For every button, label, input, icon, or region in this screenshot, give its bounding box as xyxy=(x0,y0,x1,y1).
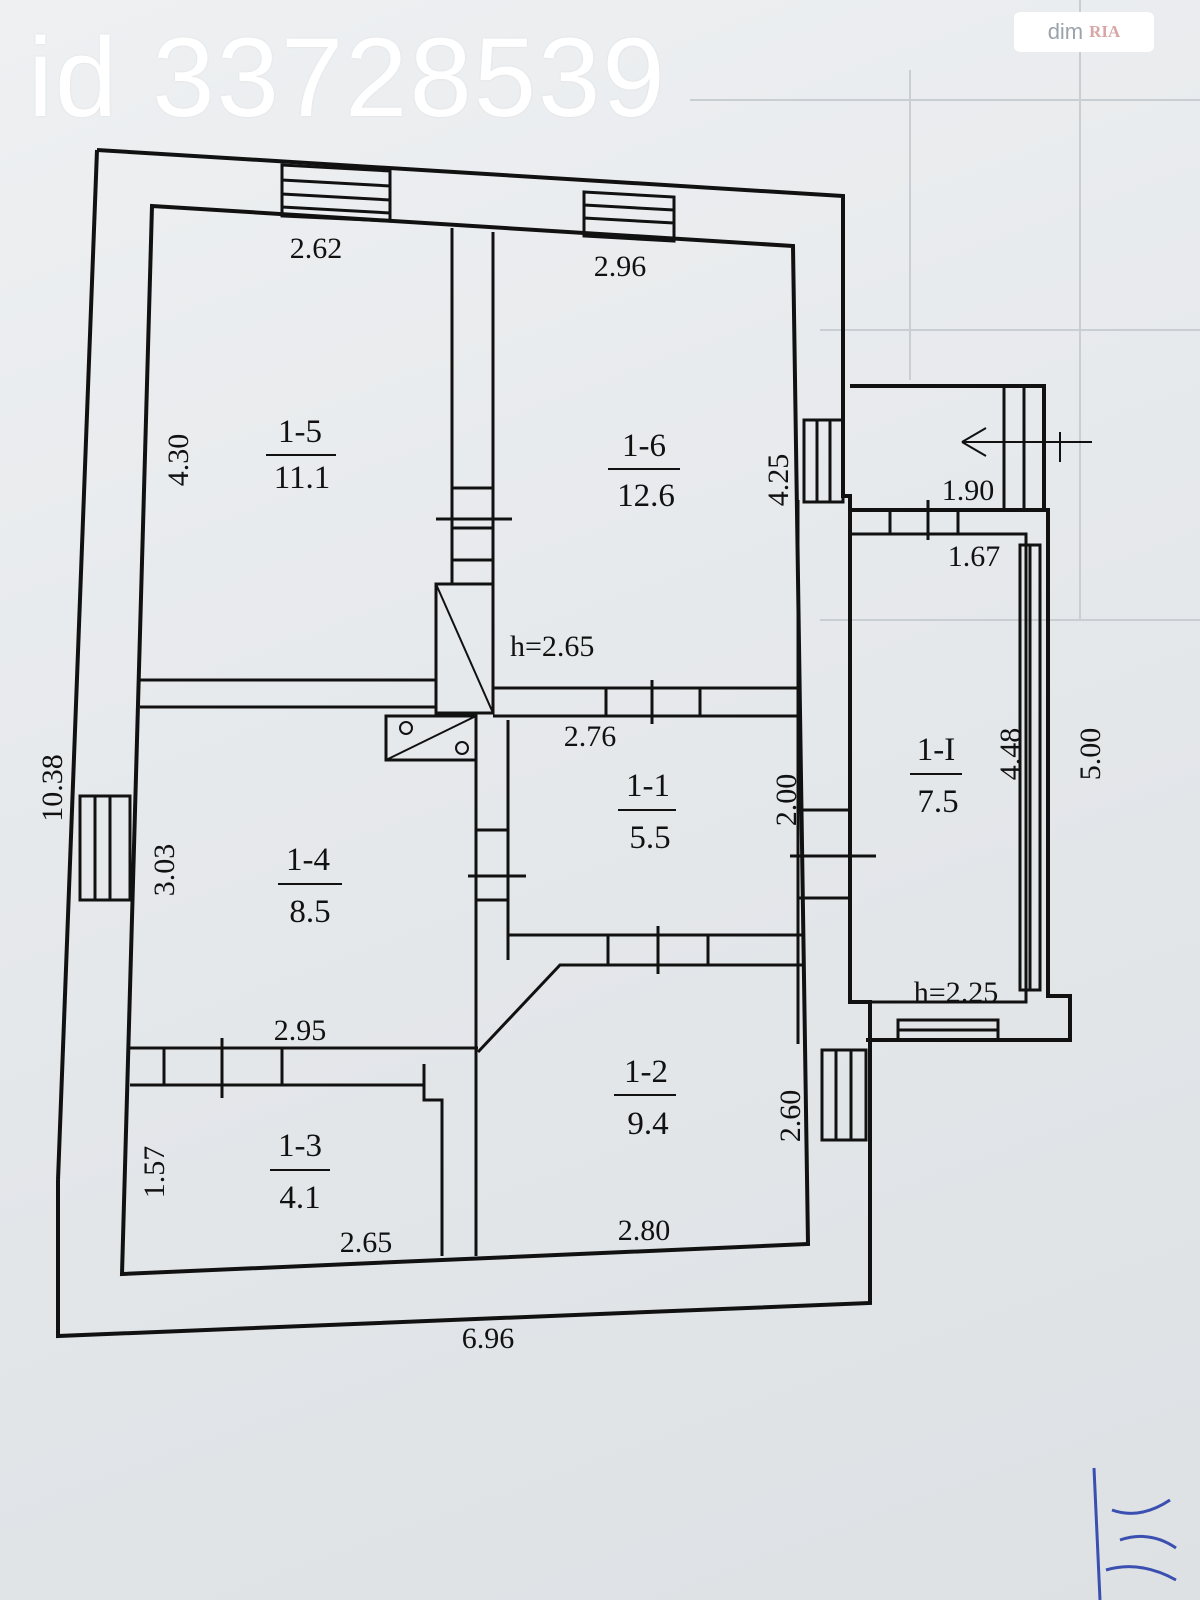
room-area: 11.1 xyxy=(274,460,331,496)
background-grid xyxy=(690,0,1200,621)
room-label-1-I: 1-I 7.5 xyxy=(910,732,962,820)
room-label-1-4: 1-4 8.5 xyxy=(278,842,342,930)
dim-porch-outer-v: 5.00 xyxy=(1074,728,1107,781)
dim-porch-inner-v: 4.48 xyxy=(994,728,1027,781)
dim-left-upper: 4.30 xyxy=(162,434,195,487)
room-label-1-2: 1-2 9.4 xyxy=(614,1054,676,1142)
doors xyxy=(162,486,930,1098)
dim-right-upper: 4.25 xyxy=(762,454,795,507)
dim-left-mid: 3.03 xyxy=(148,844,181,897)
room-code: 1-6 xyxy=(622,428,666,464)
room-area: 12.6 xyxy=(617,478,675,514)
dim-ceiling-main: h=2.65 xyxy=(510,630,594,663)
listing-id-watermark: id 33728539 xyxy=(28,15,667,140)
dim-bath-h: 2.65 xyxy=(340,1226,393,1259)
room-label-1-3: 1-3 4.1 xyxy=(270,1128,330,1216)
dim-bath-v: 1.57 xyxy=(138,1146,171,1199)
room-area: 9.4 xyxy=(627,1106,668,1142)
room-label-1-1: 1-1 5.5 xyxy=(618,768,676,856)
dim-mid-h: 2.76 xyxy=(564,720,617,753)
dimension-labels: 2.62 2.96 4.30 4.25 h=2.65 2.76 2.00 3.0… xyxy=(36,232,1107,1355)
dim-ceiling-porch: h=2.25 xyxy=(914,976,998,1009)
dim-overall-bottom: 6.96 xyxy=(462,1322,515,1355)
room-label-1-6: 1-6 12.6 xyxy=(608,428,680,514)
dim-porch-inner: 1.67 xyxy=(948,540,1001,573)
outer-walls xyxy=(56,148,872,1339)
dim-overall-left: 10.38 xyxy=(36,754,69,822)
room-code: 1-3 xyxy=(278,1128,322,1164)
room-label-1-5: 1-5 11.1 xyxy=(266,414,336,496)
room-code: 1-4 xyxy=(286,842,330,878)
room-code: 1-2 xyxy=(624,1054,668,1090)
dim-bottom-right: 2.80 xyxy=(618,1214,671,1247)
dim-top-right: 2.96 xyxy=(594,250,647,283)
interior-walls xyxy=(130,228,805,1256)
dim-mid-v: 2.00 xyxy=(770,774,803,827)
dim-ria-logo: dim RIA xyxy=(1014,12,1154,52)
ink-mark xyxy=(1092,1467,1177,1600)
logo-sub: RIA xyxy=(1089,22,1121,41)
room-code: 1-5 xyxy=(278,414,322,450)
dim-top-left: 2.62 xyxy=(290,232,343,265)
porch xyxy=(850,384,1092,1042)
dim-porch-top: 1.90 xyxy=(942,474,995,507)
room-area: 5.5 xyxy=(629,820,670,856)
room-area: 4.1 xyxy=(279,1180,320,1216)
dim-right-lower: 2.60 xyxy=(774,1090,807,1143)
windows xyxy=(78,163,1042,1142)
room-code: 1-1 xyxy=(626,768,670,804)
logo-brand: dim xyxy=(1047,19,1084,44)
dim-mid-low: 2.95 xyxy=(274,1014,327,1047)
room-area: 7.5 xyxy=(917,784,958,820)
room-code: 1-I xyxy=(917,732,955,768)
room-area: 8.5 xyxy=(289,894,330,930)
